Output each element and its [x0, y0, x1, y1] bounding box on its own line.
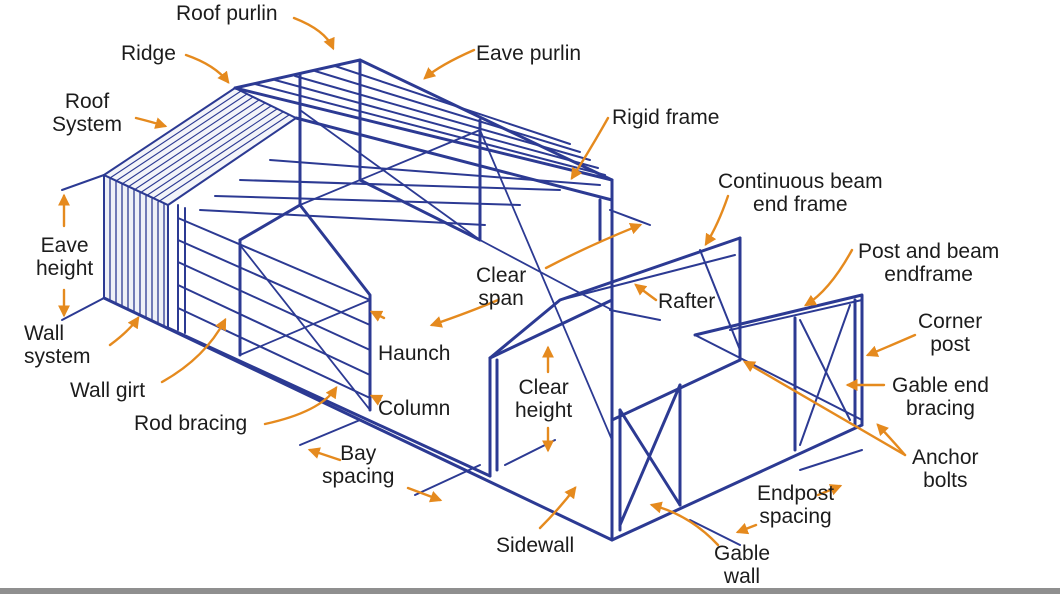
label-rigid-frame: Rigid frame: [612, 106, 720, 129]
roof-purlins: [199, 65, 606, 226]
label-rod-bracing: Rod bracing: [134, 412, 248, 435]
arrow-corner-post: [865, 333, 917, 357]
label-wall-girt: Wall girt: [70, 379, 146, 402]
floor-outline: [102, 296, 864, 542]
arrow-clear-span-left: [429, 298, 500, 328]
building-structure: [61, 58, 864, 546]
arrow-rigid-frame: [570, 116, 610, 181]
label-sidewall: Sidewall: [496, 534, 575, 557]
arrow-bay-spacing-left: [307, 447, 342, 462]
label-ridge: Ridge: [121, 42, 176, 65]
arrow-endpost-left: [735, 522, 758, 535]
bottom-border: [0, 588, 1060, 594]
arrow-wall-girt: [160, 317, 227, 384]
arrow-anchor-bolt-2: [876, 423, 907, 457]
arrow-haunch: [369, 310, 386, 322]
arrow-sidewall: [538, 486, 577, 530]
post-and-beam-end-frame: [693, 293, 864, 452]
wall-cladding: [103, 174, 169, 329]
arrow-anchor-bolt-1: [742, 360, 907, 457]
label-eave-purlin: Eave purlin: [476, 42, 582, 65]
annotation-arrows: [58, 16, 917, 547]
arrow-continuous-beam: [704, 194, 730, 247]
label-haunch: Haunch: [378, 342, 451, 365]
rod-bracing: [239, 109, 613, 441]
arrow-wall-system: [108, 316, 140, 347]
arrow-gable-wall: [649, 501, 720, 547]
arrow-roof-purlin: [292, 16, 335, 51]
label-rafter: Rafter: [658, 290, 716, 313]
rigid-frames: [238, 58, 614, 542]
arrow-bay-spacing-right: [406, 486, 443, 503]
label-column: Column: [378, 397, 451, 420]
arrow-clear-span-right: [544, 222, 643, 270]
roof-lines: [233, 58, 614, 202]
arrow-rod-bracing: [263, 386, 338, 426]
roof-sheeting: [103, 87, 297, 206]
label-roof-purlin: Roof purlin: [176, 2, 278, 25]
arrow-rafter: [634, 283, 658, 302]
arrow-endpost-right: [816, 484, 843, 497]
arrow-eave-purlin: [423, 48, 476, 80]
arrow-post-and-beam: [803, 248, 854, 307]
arrow-roof-system: [134, 116, 168, 129]
arrow-column: [369, 394, 384, 406]
continuous-beam-end-frame: [488, 236, 742, 532]
arrow-ridge: [184, 53, 230, 84]
wall-girts: [177, 204, 371, 399]
